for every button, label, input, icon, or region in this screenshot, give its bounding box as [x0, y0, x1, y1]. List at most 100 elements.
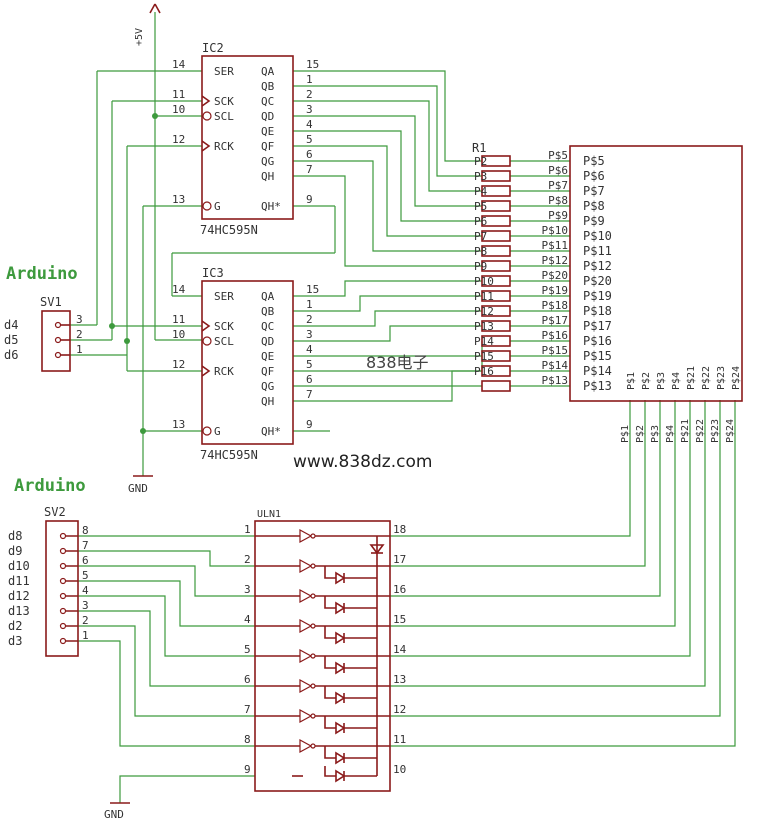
ic2-pin-num: 10 [172, 103, 185, 116]
uln1-diode-lead [324, 686, 336, 699]
ic2-pin-name: QA [261, 65, 275, 78]
ic2-pin-num: 5 [306, 133, 313, 146]
ic3-pin-num: 2 [306, 313, 313, 326]
uln1-pin-num: 6 [244, 673, 251, 686]
matrix-bottom-outer-label: P$22 [695, 419, 706, 443]
matrix-left-pins: P$5P$6P$7P$8P$9P$10P$11P$12P$20P$19P$18P… [583, 154, 612, 393]
sv2-pin-dot [59, 562, 67, 570]
r1-right-label: P$6 [548, 164, 568, 177]
clock-edge-icon [201, 320, 211, 332]
sv2-signal-label: d8 [8, 529, 22, 543]
r1-left-label: P8 [474, 245, 487, 258]
ic2-pin-name: QC [261, 95, 274, 108]
led-matrix: P$5P$6P$7P$8P$9P$10P$11P$12P$20P$19P$18P… [569, 145, 743, 443]
r1-right-label: P$10 [542, 224, 569, 237]
r1-right-label: P$20 [542, 269, 569, 282]
matrix-pin-label: P$20 [583, 274, 612, 288]
diode-icon [335, 691, 346, 705]
sv2-pin-num: 1 [82, 629, 89, 642]
ic3-pin-name: QA [261, 290, 275, 303]
resistor [481, 245, 511, 257]
sv2-signal-label: d13 [8, 604, 30, 618]
sv2-pin-dot [59, 592, 67, 600]
sv2-pin-dot [59, 547, 67, 555]
ic3-pin-num: 9 [306, 418, 313, 431]
ic3-pin-num: 3 [306, 328, 313, 341]
matrix-bottom-inner-label: P$21 [686, 366, 697, 390]
uln1-pin-num: 11 [393, 733, 406, 746]
r1-right-label: P$19 [542, 284, 569, 297]
resistor [481, 215, 511, 227]
uln1-pin-num: 1 [244, 523, 251, 536]
resistor [481, 380, 511, 392]
sv1-pin-num: 3 [76, 313, 83, 326]
matrix-bottom-inner-label: P$4 [671, 372, 682, 390]
r1-left-label: P12 [474, 305, 494, 318]
inverter-icon [299, 678, 313, 694]
sv1-pin-dot [54, 336, 62, 344]
matrix-bottom-pins: P$1P$1P$2P$2P$3P$3P$4P$4P$21P$21P$22P$22… [620, 366, 742, 443]
uln1-pin-num: 3 [244, 583, 251, 596]
r1-right-label: P$9 [548, 209, 568, 222]
clock-edge-icon [201, 95, 211, 107]
gnd-label-bottom: GND [104, 808, 124, 821]
ic3-pin-name: SER [214, 290, 234, 303]
r1-right-label: P$11 [542, 239, 569, 252]
sv1-name: SV1 [40, 295, 62, 309]
matrix-pin-label: P$12 [583, 259, 612, 273]
ic3-pin-num: 15 [306, 283, 319, 296]
ic2-name: IC2 [202, 41, 224, 55]
ic3-pin-num: 5 [306, 358, 313, 371]
r1-right-label: P$15 [542, 344, 569, 357]
matrix-pin-label: P$11 [583, 244, 612, 258]
arduino-label-2: Arduino [14, 476, 86, 496]
uln1-pin-num: 9 [244, 763, 251, 776]
wiring [70, 12, 736, 803]
resistor [481, 200, 511, 212]
clock-edge-icon [201, 365, 211, 377]
uln1-diode-lead [324, 716, 336, 729]
ic2-pin-num: 12 [172, 133, 185, 146]
ic2-pin-num: 3 [306, 103, 313, 116]
r1-left-label: P9 [474, 260, 487, 273]
r1-right-label: P$17 [542, 314, 569, 327]
r1-left-label: P7 [474, 230, 487, 243]
inverter-icon [299, 558, 313, 574]
ic3-pin-num: 14 [172, 283, 186, 296]
inverter-bubble-icon [310, 623, 316, 629]
uln1-pin-num: 4 [244, 613, 251, 626]
ic3-pin-name: QC [261, 320, 274, 333]
ic3-pin-name: QE [261, 350, 274, 363]
ic3-name: IC3 [202, 266, 224, 280]
diode-icon [335, 751, 346, 765]
inversion-bubble-icon [202, 201, 212, 211]
ic3-pin-name: QB [261, 305, 275, 318]
matrix-pin-label: P$16 [583, 334, 612, 348]
r1-right-label: P$12 [542, 254, 569, 267]
ic2-part: 74HC595N [200, 223, 258, 237]
sv1-pin-num: 2 [76, 328, 83, 341]
r1-name: R1 [472, 141, 486, 155]
ic3-pin-num: 6 [306, 373, 313, 386]
r1-left-label: P3 [474, 170, 487, 183]
ic2-pin-name: SER [214, 65, 234, 78]
inverter-bubble-icon [310, 653, 316, 659]
sv2-pin-num: 5 [82, 569, 89, 582]
inversion-bubble-icon [202, 426, 212, 436]
matrix-pin-label: P$14 [583, 364, 612, 378]
ic2-pin-name: SCK [214, 95, 234, 108]
resistor [481, 170, 511, 182]
vcc-label: +5V [134, 28, 145, 46]
ic3-pin-name: SCL [214, 335, 234, 348]
sv1-pin-dot [54, 321, 62, 329]
r1-right-label: P$18 [542, 299, 569, 312]
uln1-diode-lead [324, 766, 336, 777]
sv2-pin-dot [59, 622, 67, 630]
uln1-pin-num: 10 [393, 763, 406, 776]
uln1-diode-lead [324, 566, 336, 579]
r1-left-label: P6 [474, 215, 487, 228]
matrix-pin-label: P$9 [583, 214, 605, 228]
ic2-pin-name: QB [261, 80, 275, 93]
